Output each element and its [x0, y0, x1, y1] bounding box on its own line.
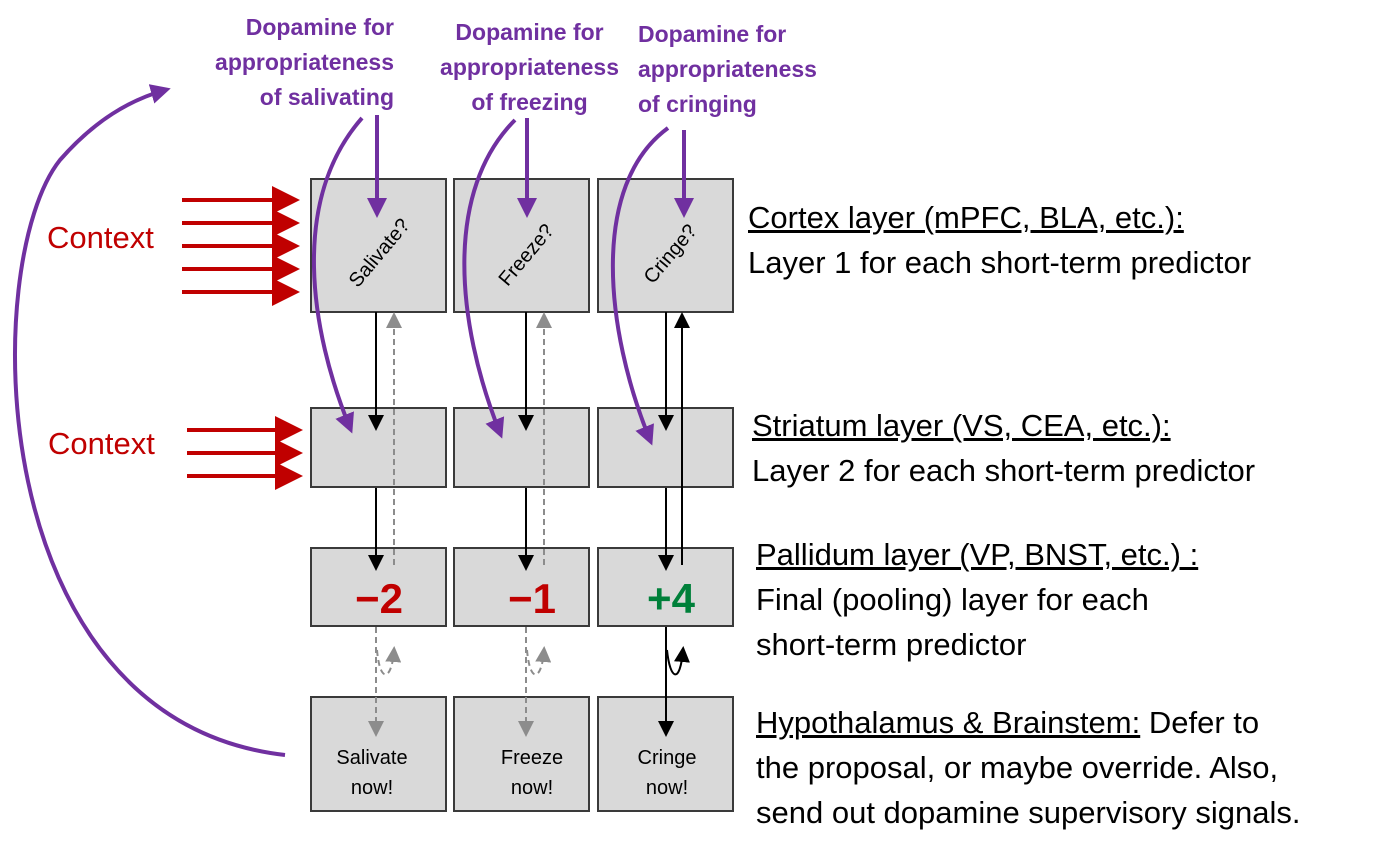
- pallidum-layer-title: Pallidum layer (VP, BNST, etc.) :: [756, 537, 1199, 572]
- dopamine-feedback-loop: [13, 84, 286, 757]
- output-line: Cringe: [637, 747, 697, 769]
- hypothalamus-layer-description: Hypothalamus & Brainstem: Defer to the p…: [756, 700, 1301, 835]
- output-salivate: Salivate now!: [304, 743, 440, 803]
- output-cringe: Cringe now!: [599, 743, 735, 803]
- cortex-layer-subtitle: Layer 1 for each short-term predictor: [748, 245, 1252, 280]
- pallidum-layer-description: Pallidum layer (VP, BNST, etc.) : Final …: [756, 532, 1198, 667]
- output-freeze: Freeze now!: [464, 743, 600, 803]
- pallidum-value-salivate: −2: [355, 575, 403, 622]
- hypothalamus-layer-title-rest: Defer to: [1140, 705, 1260, 740]
- striatum-layer-description: Striatum layer (VS, CEA, etc.): Layer 2 …: [752, 403, 1255, 493]
- dopamine-label-salivating: Dopamine for appropriateness of salivati…: [215, 10, 394, 115]
- hypothalamus-layer-line-2: the proposal, or maybe override. Also,: [756, 750, 1279, 785]
- forward-arrows: [368, 312, 690, 737]
- striatum-box-salivate: [310, 407, 447, 488]
- dopamine-label-line: Dopamine for: [245, 14, 394, 40]
- hypothalamus-box-salivate: [310, 696, 447, 812]
- dopamine-label-line: appropriateness: [440, 54, 619, 80]
- context-label-striatum: Context: [48, 426, 155, 461]
- context-arrows-cortex: [182, 186, 300, 306]
- striatum-box-freeze: [453, 407, 590, 488]
- dopamine-label-line: appropriateness: [215, 49, 394, 75]
- dopamine-label-line: of salivating: [259, 84, 394, 110]
- cortex-layer-title: Cortex layer (mPFC, BLA, etc.):: [748, 200, 1184, 235]
- dopamine-label-freezing: Dopamine for appropriateness of freezing: [440, 15, 619, 120]
- hypothalamus-layer-line-3: send out dopamine supervisory signals.: [756, 795, 1301, 830]
- dopamine-label-cringing: Dopamine for appropriateness of cringing: [638, 17, 817, 122]
- dopamine-arrows-striatum: [311, 116, 670, 446]
- dopamine-arrows-cortex: [367, 115, 694, 218]
- pallidum-layer-subtitle: Final (pooling) layer for each: [756, 582, 1149, 617]
- pallidum-value-freeze: −1: [508, 575, 556, 622]
- context-label-cortex: Context: [47, 220, 154, 255]
- cortex-layer-description: Cortex layer (mPFC, BLA, etc.): Layer 1 …: [748, 195, 1251, 285]
- output-line: Salivate: [336, 747, 408, 769]
- dopamine-label-line: of freezing: [471, 89, 588, 115]
- output-line: now!: [510, 777, 554, 799]
- pallidum-layer-subtitle-2: short-term predictor: [756, 627, 1027, 662]
- striatum-layer-subtitle: Layer 2 for each short-term predictor: [752, 453, 1256, 488]
- dopamine-label-line: appropriateness: [638, 56, 817, 82]
- striatum-layer-title: Striatum layer (VS, CEA, etc.):: [752, 408, 1171, 443]
- dopamine-label-line: Dopamine for: [638, 21, 787, 47]
- context-arrows-striatum: [187, 416, 303, 490]
- output-line: now!: [350, 777, 394, 799]
- output-line: now!: [645, 777, 689, 799]
- dopamine-label-line: Dopamine for: [455, 19, 604, 45]
- hypothalamus-box-freeze: [453, 696, 590, 812]
- inactive-arrows: [368, 312, 552, 737]
- pallidum-value-cringe: +4: [647, 575, 695, 622]
- output-line: Freeze: [500, 747, 564, 769]
- dopamine-label-line: of cringing: [638, 91, 757, 117]
- hypothalamus-layer-title: Hypothalamus & Brainstem:: [756, 705, 1141, 740]
